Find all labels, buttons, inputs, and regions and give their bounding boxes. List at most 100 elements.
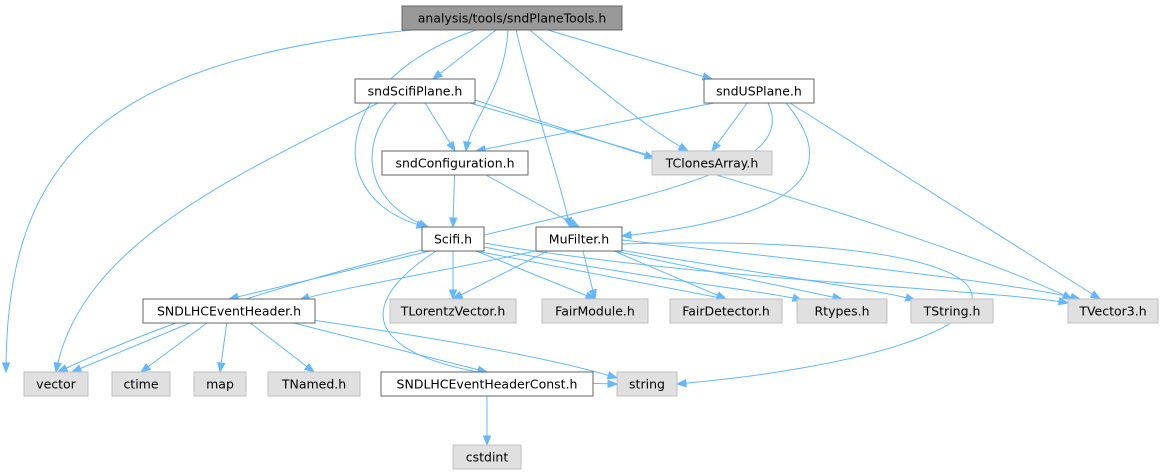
edge-line — [371, 102, 429, 228]
edge-line — [613, 250, 727, 300]
node-evconst[interactable]: SNDLHCEventHeaderConst.h — [380, 371, 594, 397]
node-label: ctime — [123, 377, 158, 392]
edge-evheader-to-map — [217, 322, 228, 374]
edge-root-to-usplane — [547, 29, 714, 81]
edge-scifi-to-tvector3 — [483, 242, 1070, 306]
edge-line — [57, 102, 773, 373]
edge-line — [474, 99, 655, 159]
node-string: string — [616, 371, 678, 397]
node-box — [23, 371, 89, 397]
edge-arrowhead — [588, 288, 597, 301]
edge-line — [293, 322, 488, 373]
edge-line — [475, 102, 715, 152]
node-label: Scifi.h — [434, 232, 472, 247]
edge-scifiplane-to-tvector3 — [469, 102, 1074, 300]
node-tstring: TString.h — [910, 298, 994, 324]
node-box — [796, 298, 888, 324]
node-label: MuFilter.h — [549, 232, 609, 247]
edge-line — [529, 29, 689, 152]
node-config[interactable]: sndConfiguration.h — [381, 150, 529, 176]
node-scifiplane[interactable]: sndScifiPlane.h — [354, 78, 476, 104]
node-box — [142, 298, 316, 324]
node-label: TLorentzVector.h — [400, 304, 506, 319]
node-box — [541, 298, 649, 324]
edge-config-to-mufilter — [485, 174, 581, 228]
edge-arrowhead — [715, 291, 728, 300]
edge-arrowhead — [675, 378, 687, 388]
edge-line — [249, 322, 315, 373]
node-box — [193, 371, 247, 397]
node-box — [651, 150, 773, 176]
node-tvector3: TVector3.h — [1067, 298, 1159, 324]
node-box — [669, 298, 783, 324]
edge-arrowhead — [607, 379, 619, 389]
edge-arrowhead — [677, 142, 690, 152]
edge-scifi-to-fairmodule — [475, 250, 597, 300]
node-label: FairModule.h — [555, 304, 635, 319]
node-label: TString.h — [923, 304, 981, 319]
node-label: sndScifiPlane.h — [368, 84, 463, 99]
edge-line — [515, 29, 571, 228]
edge-line — [485, 174, 580, 228]
node-usplane[interactable]: sndUSPlane.h — [703, 78, 815, 104]
edge-arrowhead — [139, 362, 152, 373]
edge-line — [140, 322, 208, 373]
edge-scifiplane-to-tclones — [474, 99, 656, 160]
node-box — [380, 371, 594, 397]
node-label: analysis/tools/sndPlaneTools.h — [418, 11, 607, 26]
edge-evheader-to-vector — [70, 322, 191, 373]
edge-arrowhead — [1, 362, 11, 374]
node-box — [910, 298, 994, 324]
edge-root-to-config — [463, 29, 509, 153]
edge-line — [5, 29, 413, 373]
edge-arrowhead — [70, 364, 83, 373]
node-label: string — [629, 377, 665, 392]
edge-mufilter-to-evheader — [298, 249, 541, 302]
node-fairmodule: FairModule.h — [541, 298, 649, 324]
edge-evconst-to-cstdint — [482, 396, 492, 447]
edge-line — [465, 29, 509, 152]
node-vector: vector — [23, 371, 89, 397]
edge-evheader-to-tnamed — [249, 322, 316, 373]
node-label: SNDLHCEventHeader.h — [157, 304, 301, 319]
edge-mufilter-to-string — [619, 242, 973, 388]
node-label: cstdint — [466, 450, 509, 465]
edge-line — [475, 250, 727, 300]
edge-scifiplane-to-config — [424, 102, 456, 153]
nodes-layer: analysis/tools/sndPlaneTools.h sndScifiPl… — [23, 5, 1159, 470]
edge-scifiplane-to-vector — [53, 102, 379, 374]
node-scifi[interactable]: Scifi.h — [421, 226, 485, 252]
edge-arrowhead — [1057, 297, 1070, 306]
edge-arrowhead — [446, 140, 456, 153]
node-tnamed: TNamed.h — [267, 371, 361, 397]
node-map: map — [193, 371, 247, 397]
edge-evheader-to-string — [311, 319, 619, 380]
edge-line — [71, 322, 191, 373]
edge-root-to-tclones — [529, 29, 690, 152]
edge-arrowhead — [568, 218, 581, 228]
edge-scifi-to-fairdetector — [475, 250, 728, 302]
node-root[interactable]: analysis/tools/sndPlaneTools.h — [401, 5, 623, 31]
edge-line — [619, 249, 916, 301]
node-label: TVector3.h — [1078, 304, 1146, 319]
node-box — [421, 226, 485, 252]
node-mufilter[interactable]: MuFilter.h — [535, 226, 623, 252]
node-label: sndConfiguration.h — [395, 156, 514, 171]
edge-usplane-to-tvector3 — [789, 102, 1102, 300]
node-evheader[interactable]: SNDLHCEventHeader.h — [142, 298, 316, 324]
edge-config-to-scifi — [449, 174, 458, 229]
node-label: TClonesArray.h — [665, 156, 759, 171]
node-label: map — [206, 377, 234, 392]
edge-line — [311, 319, 618, 379]
edge-line — [619, 242, 973, 385]
edge-arrowhead — [448, 289, 458, 301]
node-box — [381, 150, 529, 176]
node-rtypes: Rtypes.h — [796, 298, 888, 324]
node-box — [452, 444, 522, 470]
node-tlorentz: TLorentzVector.h — [389, 298, 517, 324]
edge-line — [483, 242, 1069, 304]
edge-arrowhead — [482, 435, 492, 447]
edge-line — [789, 102, 1101, 300]
edge-root-to-vector — [1, 29, 413, 374]
